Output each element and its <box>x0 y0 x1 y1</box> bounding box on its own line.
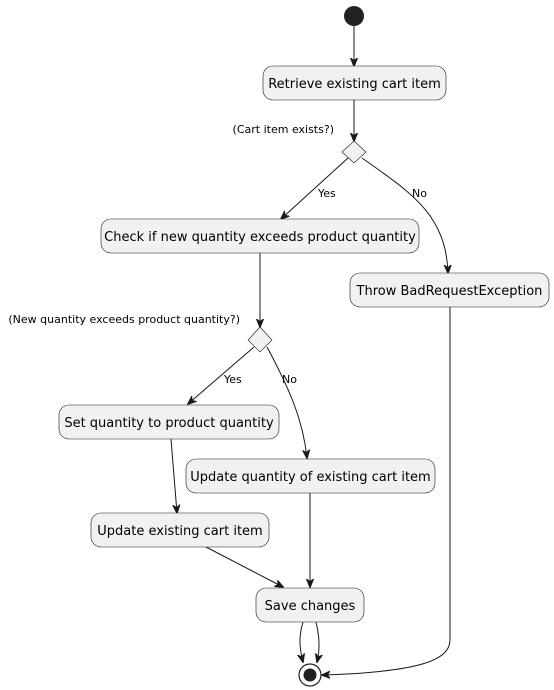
decision-quantity-exceeds <box>247 326 273 353</box>
branch-exceeds-no: No <box>282 373 297 386</box>
edge-set-to-update-item <box>170 438 177 513</box>
edge-exceeds-no <box>266 346 307 458</box>
node-save-changes: Save changes <box>255 587 365 623</box>
node-update-cart-item-label: Update existing cart item <box>97 524 262 539</box>
node-update-cart-item: Update existing cart item <box>90 512 270 548</box>
edge-exists-no <box>361 157 448 273</box>
end-node <box>298 663 322 687</box>
node-set-quantity-label: Set quantity to product quantity <box>64 416 274 431</box>
node-retrieve-cart-item: Retrieve existing cart item <box>262 65 447 101</box>
edge-throw-to-end <box>322 307 451 675</box>
branch-exceeds-yes: Yes <box>223 373 242 386</box>
node-update-quantity: Update quantity of existing cart item <box>185 458 436 494</box>
node-set-quantity: Set quantity to product quantity <box>58 404 280 440</box>
decision-cart-item-exists <box>341 140 367 164</box>
decision-exceeds-label: (New quantity exceeds product quantity?) <box>8 313 240 326</box>
node-retrieve-label: Retrieve existing cart item <box>268 77 441 92</box>
start-node <box>344 6 364 26</box>
edge-save-to-end-right <box>316 621 319 662</box>
edge-exceeds-yes <box>188 346 255 404</box>
node-save-label: Save changes <box>265 599 356 614</box>
node-throw-label: Throw BadRequestException <box>356 284 543 299</box>
branch-exists-no: No <box>412 187 427 200</box>
node-throw-exception: Throw BadRequestException <box>349 272 550 308</box>
branch-exists-yes: Yes <box>317 187 336 200</box>
edge-update-item-to-save <box>205 546 283 587</box>
node-check-quantity: Check if new quantity exceeds product qu… <box>100 218 420 254</box>
decision-exists-label: (Cart item exists?) <box>233 123 334 136</box>
node-check-label: Check if new quantity exceeds product qu… <box>104 230 416 245</box>
edge-save-to-end-left <box>300 621 303 662</box>
edge-exists-yes <box>281 157 349 219</box>
node-update-quantity-label: Update quantity of existing cart item <box>190 470 430 485</box>
